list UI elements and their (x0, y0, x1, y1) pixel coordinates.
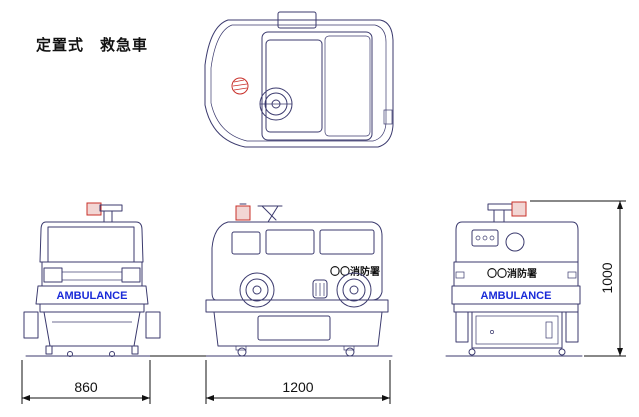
rear-ambulance-label: AMBULANCE (481, 290, 552, 302)
side-view: 〇〇消防署 (203, 203, 393, 357)
drawing-title: 定置式 救急車 (36, 36, 149, 54)
front-ambulance-label: AMBULANCE (57, 290, 128, 302)
rear-station-label: 〇〇消防署 (487, 267, 537, 280)
dimension-lines (21, 200, 626, 404)
rear-view: 〇〇消防署 AMBULANCE (445, 201, 583, 357)
length-dimension: 1200 (282, 379, 313, 395)
side-beacon (235, 205, 251, 221)
front-view: AMBULANCE (23, 202, 161, 357)
rear-beacon (511, 201, 527, 217)
front-beacon (86, 202, 102, 216)
side-station-label: 〇〇消防署 (330, 265, 380, 278)
top-beacon (231, 77, 249, 95)
width-dimension: 860 (74, 379, 98, 395)
height-dimension: 1000 (599, 262, 615, 293)
top-view (204, 11, 394, 148)
